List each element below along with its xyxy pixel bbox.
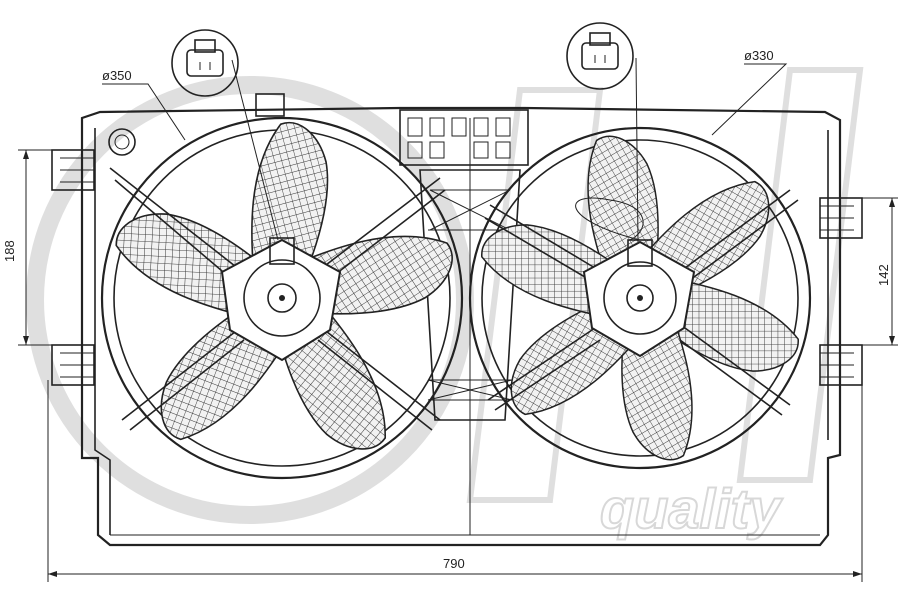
left-fan	[100, 115, 464, 480]
right-fan-struts	[484, 189, 799, 416]
dimension-right-height-label: 142	[876, 264, 891, 286]
dimension-right-height: 142	[862, 197, 898, 346]
left-fan-struts	[109, 167, 446, 431]
right-fan-diameter-label: ø330	[744, 48, 774, 63]
dimension-width-label: 790	[443, 556, 465, 571]
dimension-width: 790	[47, 380, 863, 582]
shroud-frame	[51, 93, 863, 547]
watermark-text: quality	[600, 477, 783, 540]
dimension-left-height-label: 188	[2, 240, 17, 262]
right-connector-callout	[566, 22, 639, 243]
dimension-left-height: 188	[2, 149, 52, 346]
right-fan	[468, 126, 812, 470]
left-fan-diameter-label: ø350	[102, 68, 132, 83]
left-connector-callout	[171, 29, 279, 241]
watermark-logo: quality	[26, 67, 864, 541]
